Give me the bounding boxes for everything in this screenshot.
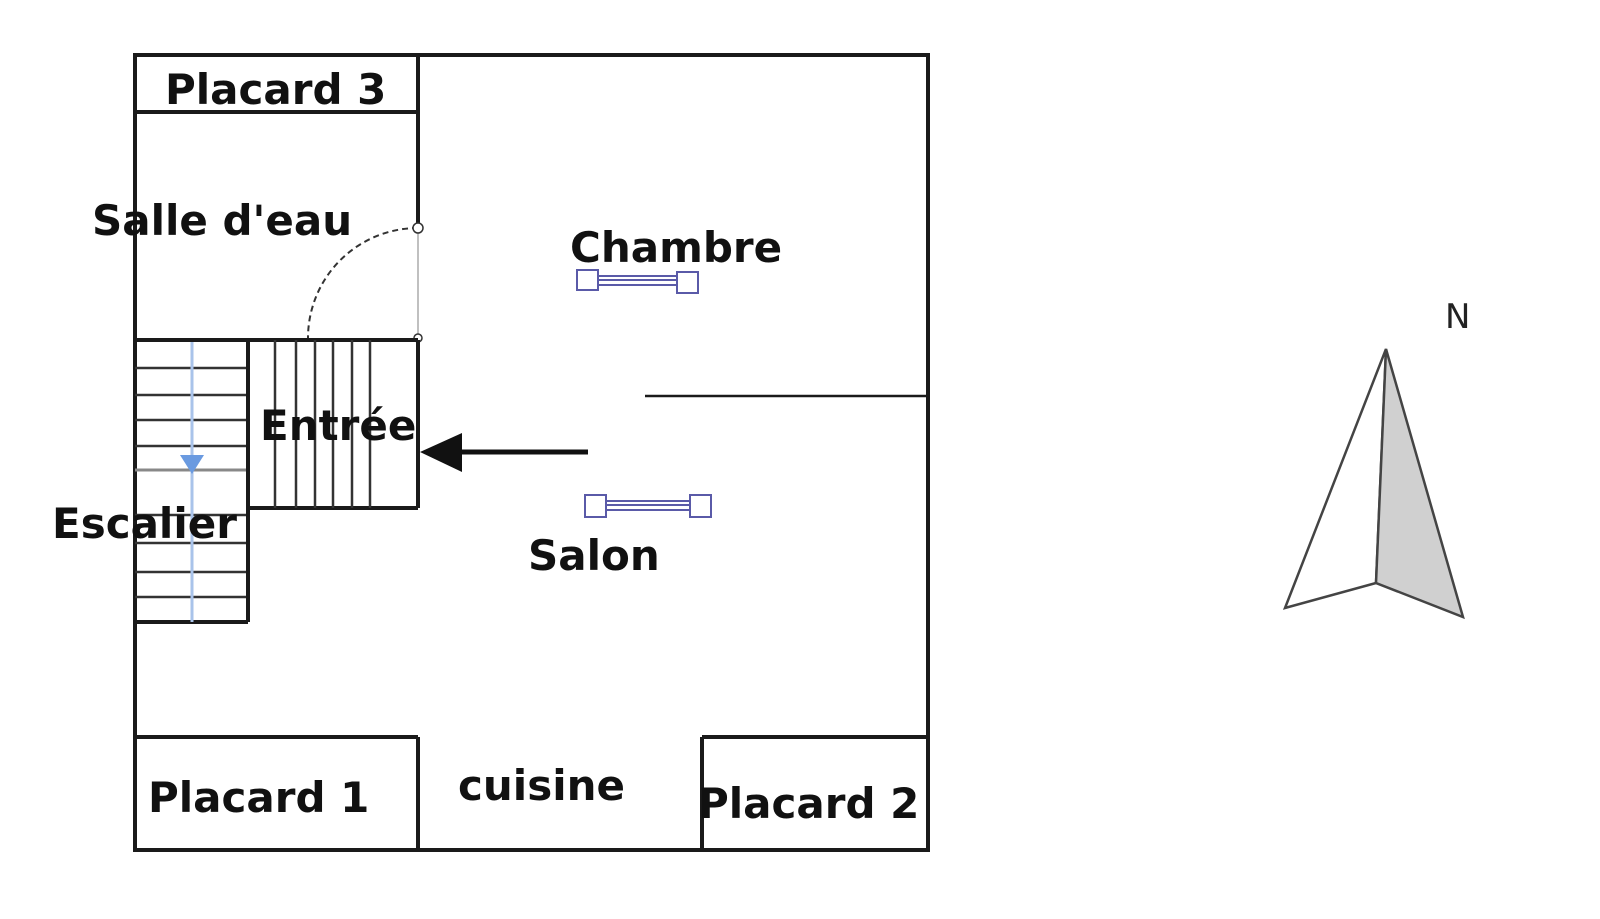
door-swing-arc [307, 227, 419, 339]
stair-down-arrow-icon [180, 455, 204, 474]
chambre-window [576, 269, 699, 294]
door-hinge-icon [412, 222, 424, 234]
label-placard-3: Placard 3 [165, 65, 386, 114]
label-entree: Entrée [260, 401, 416, 450]
north-label: N [1445, 297, 1470, 337]
north-arrow-icon [1282, 348, 1465, 620]
entry-arrow-icon [420, 433, 462, 472]
entree-steps [248, 340, 420, 510]
label-placard-1: Placard 1 [148, 773, 369, 822]
label-escalier: Escalier [52, 499, 237, 548]
label-chambre: Chambre [570, 223, 782, 272]
label-placard-2: Placard 2 [698, 779, 919, 828]
staircase [135, 340, 250, 624]
label-salle-deau: Salle d'eau [92, 196, 352, 245]
label-salon: Salon [528, 531, 660, 580]
outer-wall [133, 53, 930, 852]
label-cuisine: cuisine [458, 761, 625, 810]
salon-window [584, 494, 712, 518]
